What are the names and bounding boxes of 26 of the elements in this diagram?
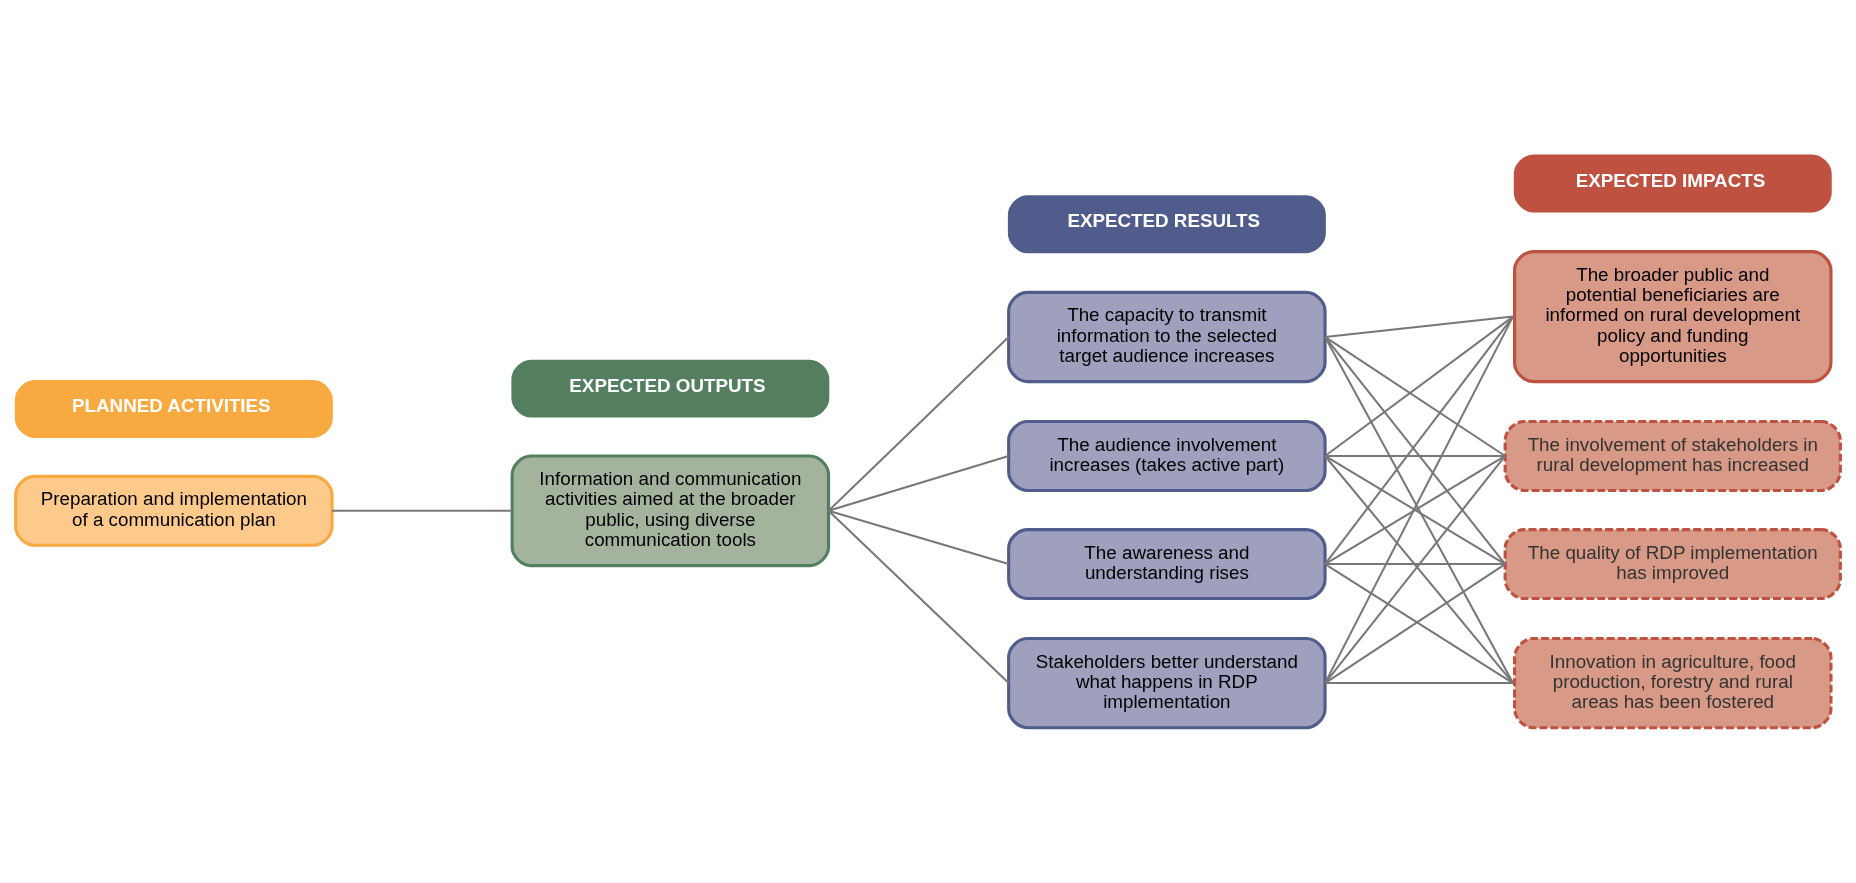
node-box: Stakeholders better understand what happens in RDP implementation [1007, 636, 1327, 730]
node-box: EXPECTED OUTPUTS [511, 359, 830, 418]
node-box: Innovation in agriculture, food production, forestry and rural areas has been fostered [1513, 636, 1833, 730]
connector [828, 455, 1009, 512]
connector [1325, 563, 1506, 566]
node-box: Information and communication activities aimed at the broader public, using diverse communication tools [510, 454, 831, 568]
connector [1324, 315, 1514, 338]
node-box: Preparation and implementation of a communication plan [14, 474, 334, 547]
node-box: The awareness and understanding rises [1007, 528, 1327, 601]
connector [1324, 315, 1514, 457]
connector [1324, 336, 1506, 457]
connector [828, 509, 1009, 566]
node-box: The capacity to transmit information to the selected target audience increases [1007, 290, 1327, 384]
connector [1325, 682, 1513, 685]
node-box: PLANNED ACTIVITIES [14, 380, 333, 438]
connector [827, 510, 1010, 684]
connector [827, 336, 1010, 512]
node-box: The audience involvement increases (takes active part) [1007, 419, 1327, 492]
node-box: EXPECTED IMPACTS [1513, 154, 1832, 213]
node-box: The quality of RDP implementation has improved [1503, 528, 1842, 601]
connector [1324, 455, 1506, 565]
node-box: The involvement of stakeholders in rural development has increased [1503, 419, 1842, 492]
node-box: EXPECTED RESULTS [1007, 195, 1326, 254]
connector [332, 509, 513, 512]
node-box: The broader public and potential beneficiaries are informed on rural development policy and funding opportunities [1513, 250, 1833, 384]
connector [1325, 454, 1506, 457]
